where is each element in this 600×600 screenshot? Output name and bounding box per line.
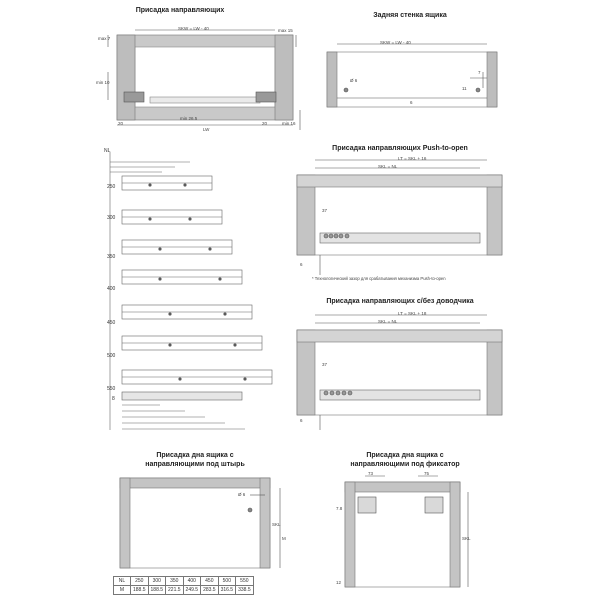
label-skl-2: SKL [462,536,471,541]
title-slides-drilling: Присадка направляющих [135,7,225,14]
label-phi6: Ø 6 [350,78,358,83]
table-cell: 338.5 [235,585,254,595]
label-max15: max 15 [278,28,293,33]
label-6-c: 6 [300,418,303,423]
label-skw-back: SKW = LW - 40 [380,40,411,45]
nl-header: NL [104,148,111,154]
push-to-open-drawing [296,159,503,275]
label-skl-nl-2: SKL = NL [378,319,398,324]
title-push-to-open: Присадка направляющих Push-to-open [332,145,468,152]
table-row: NL 250 300 350 400 450 500 550 [113,576,254,586]
table-cell: 188.5 [130,585,149,595]
table-cell: 250 [130,576,149,586]
label-min16: min 16 [282,121,296,126]
label-6-pto: 6 [300,262,303,267]
table-cell: 188.5 [147,585,167,595]
nl-size-500: 500 [107,353,116,359]
label-lt-skl18: LT = SKL + 18 [398,311,427,316]
label-7: 7 [478,70,481,75]
title-soft-close: Присадка направляющих с/без доводчика [326,298,474,305]
table-cell: 316.5 [217,585,237,595]
table-cell: 350 [165,576,184,586]
nl-8: 8 [112,396,115,402]
label-min10: min 10 [96,80,110,85]
label-73: 73 [368,471,374,476]
nl-size-300: 300 [107,215,116,221]
title-bottom-pin: Присадка дна ящика с [156,452,234,459]
label-11: 11 [462,86,467,91]
label-12: 12 [336,580,342,585]
push-to-open-note: * Технологический зазор для срабатывания… [312,276,446,281]
label-37: 37 [322,208,328,213]
nl-size-550: 550 [107,386,116,392]
label-max7: max 7 [98,36,111,41]
table-cell: 249.5 [182,585,202,595]
title-bottom-clip-2: направляющими под фиксатор [350,461,460,468]
nl-size-400: 400 [107,286,116,292]
label-min26: min 26.5 [180,116,198,121]
title-bottom-pin-2: направляющими под штырь [145,461,245,468]
slides-nl-list [109,152,273,430]
nl-m-table: NL 250 300 350 400 450 500 550 M 188.5 1… [113,576,254,595]
table-cell: M [113,585,131,595]
title-bottom-clip: Присадка дна ящика с [366,452,444,459]
bottom-pin-drawing [119,477,281,569]
label-20-left: 20 [118,121,124,126]
label-skl-nl: SKL = NL [378,164,398,169]
label-20-right: 20 [262,121,268,126]
label-37-b: 37 [322,362,328,367]
soft-close-drawing [296,314,503,430]
label-75: 75 [424,471,430,476]
slides-front-section [107,29,301,130]
table-cell: 500 [217,576,237,586]
label-6: 6 [410,100,413,105]
table-row: M 188.5 188.5 221.5 249.5 283.5 316.5 33… [113,585,254,595]
nl-size-350: 350 [107,254,116,260]
nl-size-450: 450 [107,320,116,326]
table-cell: 450 [200,576,219,586]
nl-size-250: 250 [107,184,116,190]
table-cell: 550 [235,576,254,586]
label-skl: SKL [272,522,281,527]
label-7-8: 7.8 [336,506,343,511]
bottom-clip-drawing [344,475,469,588]
table-cell: 300 [147,576,167,586]
label-m: M [282,536,286,541]
table-cell: 221.5 [165,585,184,595]
label-lt-skl16: LT = SKL + 16 [398,156,427,161]
label-lw: LW [203,127,210,132]
table-cell: 400 [182,576,202,586]
title-back-panel: Задняя стенка ящика [373,12,447,19]
label-phi6-b: Ø 6 [238,492,246,497]
table-cell: 283.5 [200,585,219,595]
back-panel-drawing [326,43,498,108]
table-cell: NL [113,576,131,586]
label-skw-lw40: SKW = LW - 40 [178,26,209,31]
